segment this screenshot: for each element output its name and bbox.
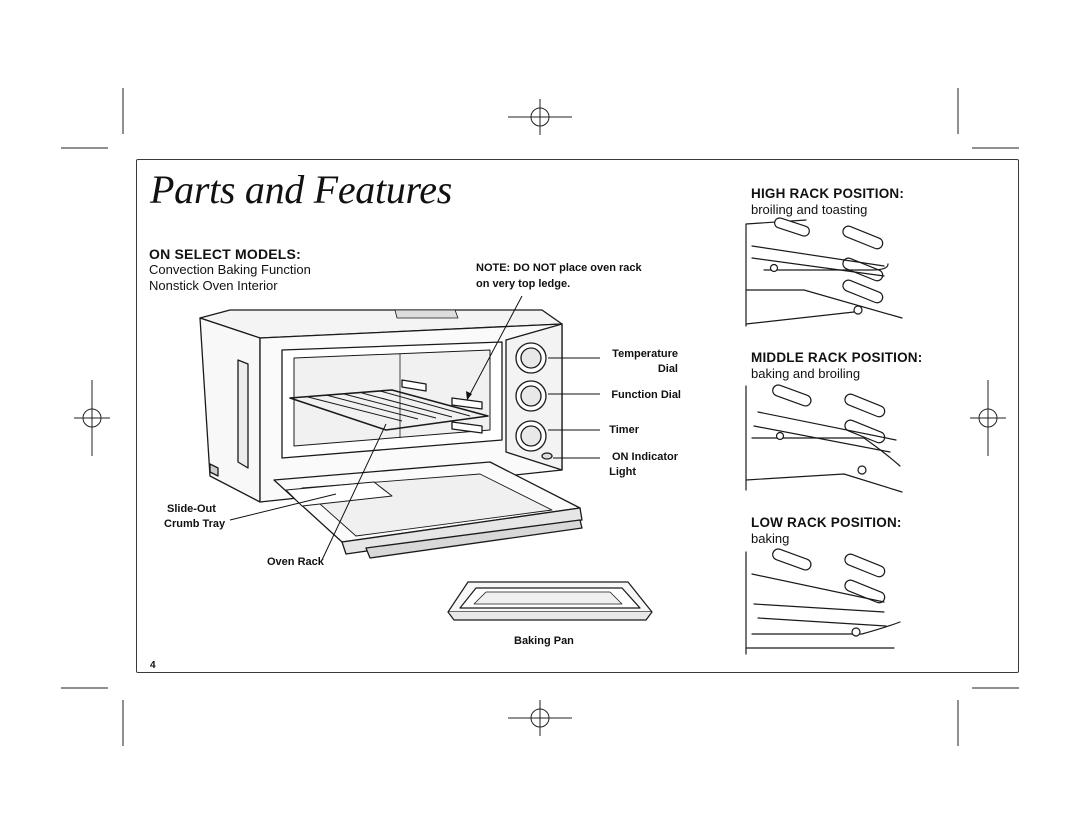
high-rack-use: broiling and toasting <box>751 202 868 217</box>
middle-rack-illustration <box>745 384 903 493</box>
select-models-item: Convection Baking Function <box>149 262 311 277</box>
high-rack-heading: HIGH RACK POSITION: <box>751 186 905 201</box>
baking-pan-label: Baking Pan <box>514 635 574 647</box>
select-models-item: Nonstick Oven Interior <box>149 278 278 293</box>
middle-rack-heading: MIDDLE RACK POSITION: <box>751 350 923 365</box>
page-frame <box>136 159 1019 673</box>
timer-label: Timer <box>609 424 639 436</box>
high-rack-illustration <box>745 217 903 327</box>
toaster-oven-illustration <box>199 309 583 559</box>
registration-mark-right <box>970 380 1006 456</box>
middle-rack-use: baking and broiling <box>751 366 861 381</box>
registration-mark-left <box>74 380 110 456</box>
oven-rack-label: Oven Rack <box>267 556 324 568</box>
note-line-2: on very top ledge. <box>476 278 571 290</box>
on-indicator-label-line1: ON Indicator <box>611 451 678 463</box>
low-rack-use: baking <box>751 531 790 546</box>
low-rack-illustration <box>745 548 901 655</box>
temperature-dial-label-line2: Dial <box>657 363 678 375</box>
crumb-tray-label-line2: Crumb Tray <box>164 518 226 530</box>
note-line-1: NOTE: DO NOT place oven rack <box>476 262 642 274</box>
select-models-heading: ON SELECT MODELS: <box>149 246 301 262</box>
function-dial-label: Function Dial <box>611 389 681 401</box>
low-rack-heading: LOW RACK POSITION: <box>751 515 902 530</box>
baking-pan-illustration <box>447 581 653 621</box>
page-number: 4 <box>150 660 156 671</box>
temperature-dial-label-line1: Temperature <box>612 348 678 360</box>
registration-mark-bottom <box>508 700 572 736</box>
on-indicator-label-line2: Light <box>609 466 636 478</box>
registration-mark-top <box>508 99 572 135</box>
page-title: Parts and Features <box>150 167 452 212</box>
crumb-tray-label-line1: Slide-Out <box>167 503 216 515</box>
